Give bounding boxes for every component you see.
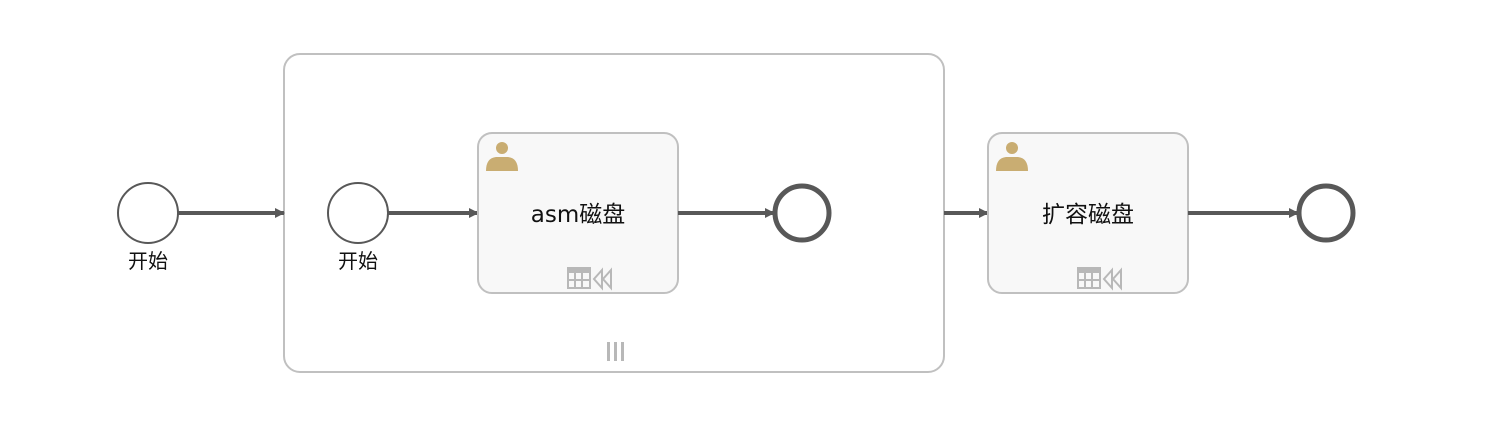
- start-event-outer[interactable]: [117, 182, 179, 244]
- task-asm-disk-label: asm磁盘: [531, 202, 625, 228]
- start-event-outer-label: 开始: [128, 249, 168, 273]
- end-event-outer[interactable]: [1296, 183, 1356, 243]
- task-expand-disk-label: 扩容磁盘: [1042, 202, 1134, 228]
- task-asm-disk[interactable]: [477, 132, 679, 294]
- table-icon: [567, 267, 591, 289]
- start-event-inner[interactable]: [327, 182, 389, 244]
- rewind-icon: [592, 267, 612, 291]
- rewind-icon: [1102, 267, 1122, 291]
- start-event-inner-label: 开始: [338, 249, 378, 273]
- task-expand-disk[interactable]: [987, 132, 1189, 294]
- table-icon: [1077, 267, 1101, 289]
- end-event-inner[interactable]: [772, 183, 832, 243]
- parallel-multi-instance-icon: [607, 342, 624, 361]
